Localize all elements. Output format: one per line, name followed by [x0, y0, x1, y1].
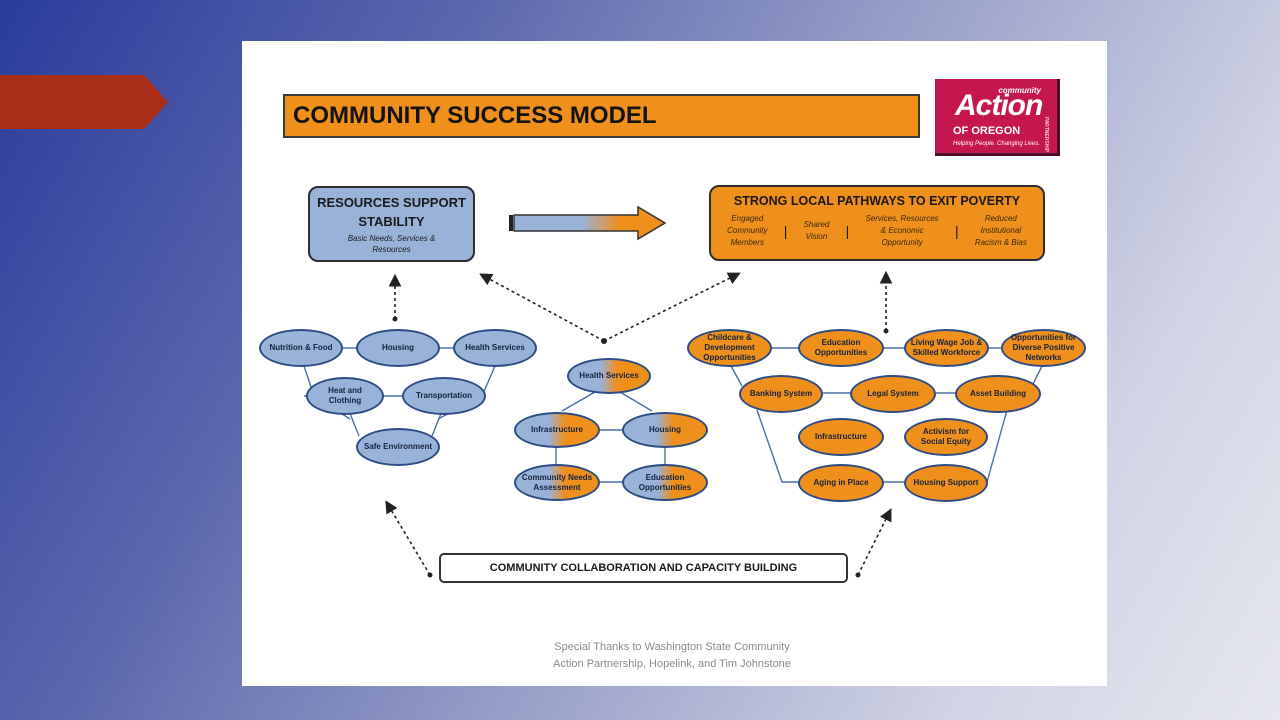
node-aging-in-place: Aging in Place [798, 464, 884, 502]
pathway-separator: | [845, 223, 850, 239]
node-community-needs-assessment: Community Needs Assessment [514, 464, 600, 501]
node-health-services: Health Services [453, 329, 537, 367]
logo-action-text: Action [955, 89, 1043, 122]
node-education-right: Education Opportunities [798, 329, 884, 367]
node-health-services-middle: Health Services [567, 358, 651, 394]
node-childcare: Childcare & Development Opportunities [687, 329, 772, 367]
community-collaboration-box: COMMUNITY COLLABORATION AND CAPACITY BUI… [439, 553, 848, 583]
node-diverse-networks: Opportunities for Diverse Positive Netwo… [1001, 329, 1086, 367]
logo-oregon-text: OF OREGON [953, 125, 1021, 137]
resources-subtitle-line2: Resources [372, 245, 411, 254]
resources-title-line2: STABILITY [358, 214, 425, 229]
special-thanks-note: Special Thanks to Washington State Commu… [522, 639, 822, 673]
pathway-shared-vision: Shared Vision [803, 220, 830, 241]
pathway-reduced-racism: Reduced Institutional Racism & Bias [974, 214, 1027, 247]
logo-tagline: Helping People. Changing Lives. [953, 141, 1041, 147]
node-heat-clothing: Heat and Clothing [306, 377, 384, 415]
pathways-title: STRONG LOCAL PATHWAYS TO EXIT POVERTY [733, 194, 1021, 208]
resources-title-line1: RESOURCES SUPPORT [317, 195, 466, 210]
node-activism-social-equity: Activism for Social Equity [904, 418, 988, 456]
node-living-wage: Living Wage Job & Skilled Workforce [904, 329, 989, 367]
resources-subtitle-line1: Basic Needs, Services & [347, 234, 436, 243]
transition-arrow [509, 205, 667, 241]
node-education-middle: Education Opportunities [622, 464, 708, 501]
node-nutrition-food: Nutrition & Food [259, 329, 343, 367]
node-asset-building: Asset Building [955, 375, 1041, 413]
node-infrastructure-right: Infrastructure [798, 418, 884, 456]
node-banking-system: Banking System [739, 375, 823, 413]
logo-community-text: community [998, 86, 1041, 95]
node-housing: Housing [356, 329, 440, 367]
strong-local-pathways-box: STRONG LOCAL PATHWAYS TO EXIT POVERTY En… [709, 185, 1045, 261]
resources-support-stability-box: RESOURCES SUPPORT STABILITY Basic Needs,… [308, 186, 475, 262]
pathway-separator: | [955, 223, 959, 239]
thanks-line2: Action Partnership, Hopelink, and Tim Jo… [553, 658, 791, 670]
connector-lines [303, 270, 1043, 578]
thanks-line1: Special Thanks to Washington State Commu… [554, 641, 790, 653]
community-action-logo: community Action PARTNERSHIP OF OREGON H… [935, 79, 1060, 156]
node-transportation: Transportation [402, 377, 486, 415]
slide-accent-arrow [0, 75, 168, 129]
pathway-engaged-community: Engaged Community Members [727, 214, 768, 247]
node-safe-environment: Safe Environment [356, 428, 440, 466]
node-legal-system: Legal System [850, 375, 936, 413]
page-title: COMMUNITY SUCCESS MODEL [283, 94, 920, 138]
slide-content: COMMUNITY SUCCESS MODEL community Action… [242, 41, 1107, 686]
node-infrastructure-middle: Infrastructure [514, 412, 600, 448]
pathway-services-resources: Services, Resources & Economic Opportuni… [865, 214, 939, 247]
logo-partnership-text: PARTNERSHIP [1043, 117, 1049, 153]
node-housing-support: Housing Support [904, 464, 988, 502]
pathway-separator: | [783, 223, 788, 239]
node-housing-middle: Housing [622, 412, 708, 448]
